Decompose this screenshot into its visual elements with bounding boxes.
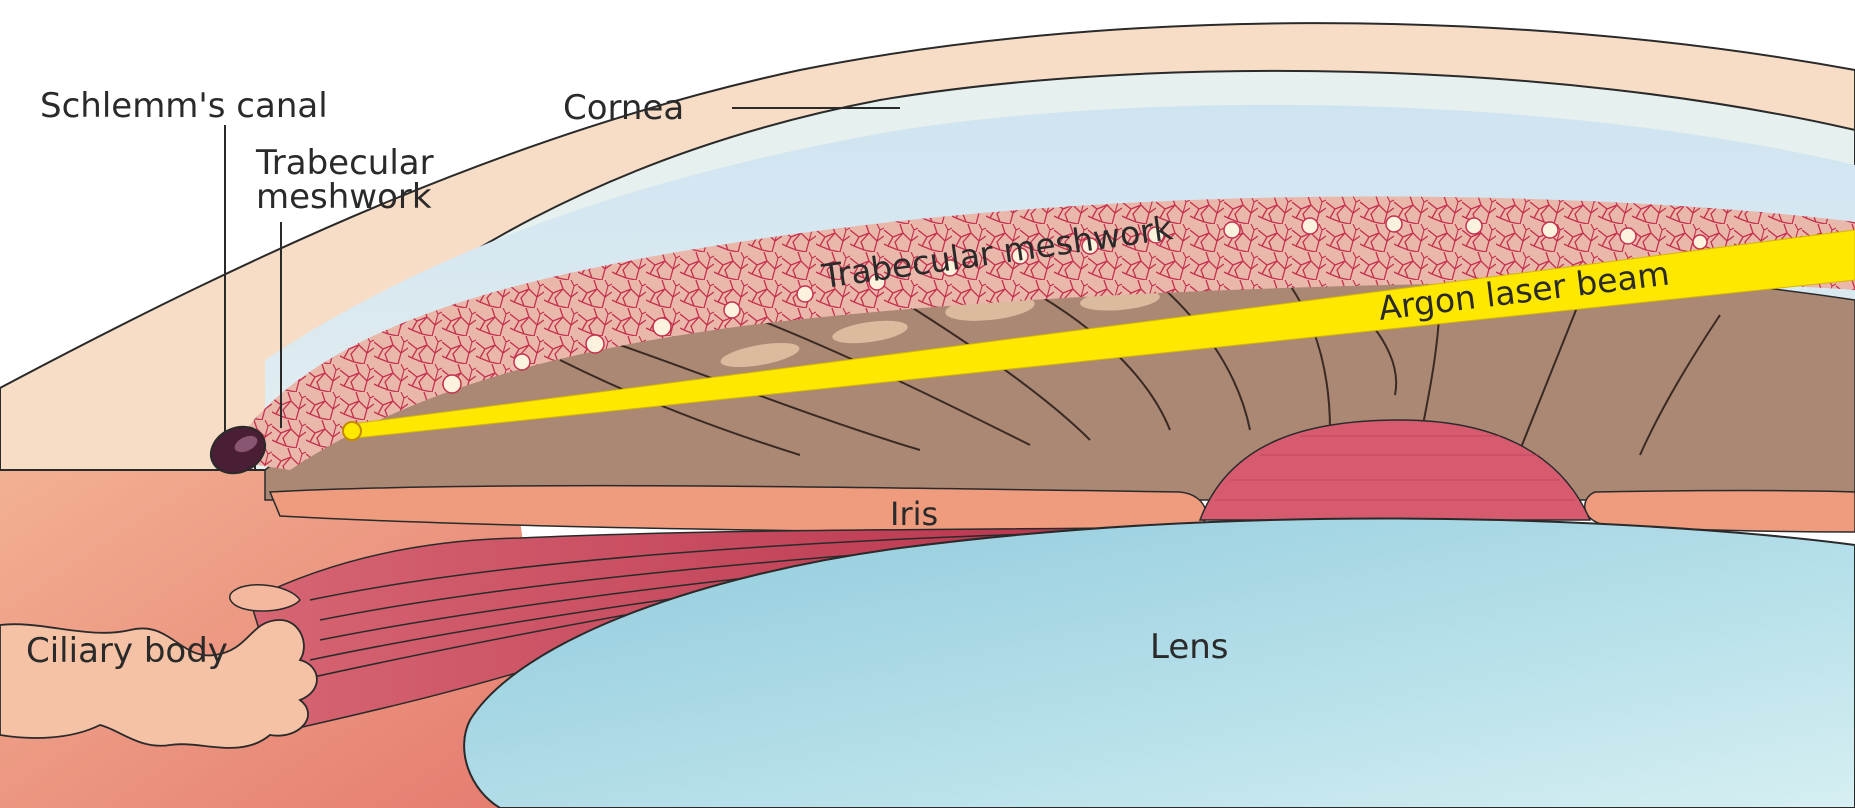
label-schlemms-canal: Schlemm's canal (40, 86, 328, 126)
label-ciliary-body: Ciliary body (26, 631, 228, 671)
label-trabecular-line2: meshwork (256, 177, 432, 217)
laser-impact-point (343, 422, 361, 440)
label-lens: Lens (1150, 627, 1229, 667)
label-cornea: Cornea (563, 88, 684, 128)
label-iris: Iris (890, 495, 938, 533)
